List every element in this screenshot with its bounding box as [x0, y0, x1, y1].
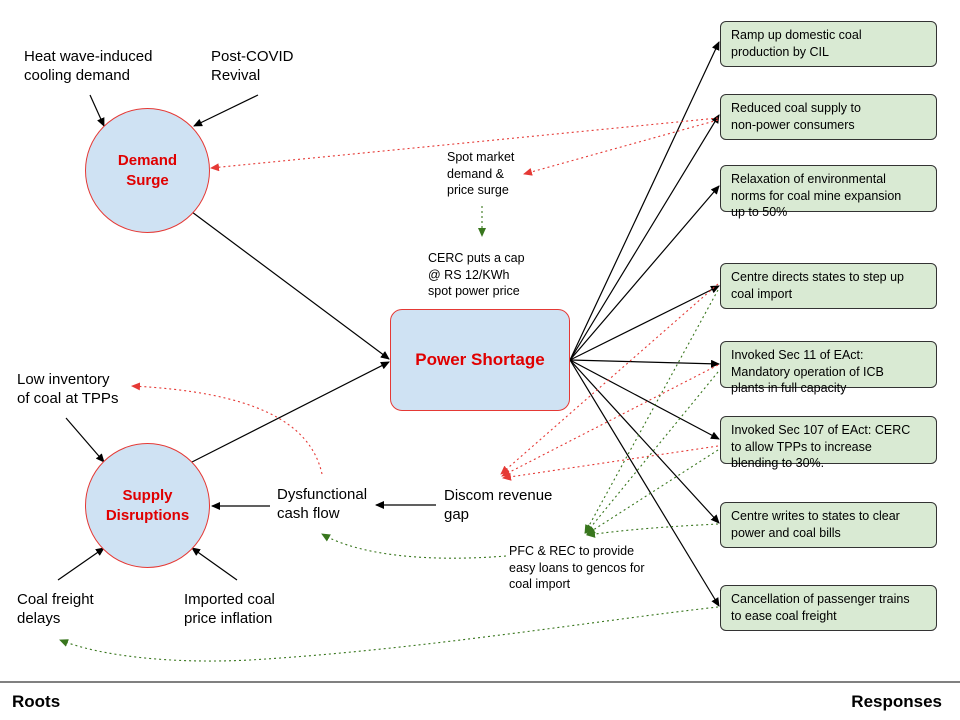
root-heat-wave: Heat wave-induced cooling demand: [24, 48, 153, 84]
arrow-supply-to-shortage: [191, 361, 390, 463]
footer-responses: Responses: [851, 692, 942, 711]
dotted-response5-to-pfc: [585, 371, 719, 534]
dotted-response4-to-discom: [500, 283, 719, 475]
arrow-shortage-to-response-7: [569, 359, 720, 524]
root-coal-freight: Coal freight delays: [17, 591, 94, 627]
node-demand-surge: Demand Surge: [85, 108, 210, 233]
response-box: Centre writes to states to clear power a…: [720, 502, 937, 548]
dotted-response6-to-pfc: [586, 449, 719, 535]
response-box: Cancellation of passenger trains to ease…: [720, 585, 937, 631]
response-box: Invoked Sec 11 of EAct: Mandatory operat…: [720, 341, 937, 395]
arrow-heat-to-demand: [89, 94, 105, 127]
arrow-shortage-to-response-8: [569, 359, 720, 607]
root-post-covid: Post-COVID Revival: [211, 48, 294, 84]
arrow-shortage-to-response-4: [569, 285, 720, 361]
dotted-pfc-to-cashflow: [321, 533, 507, 559]
node-power-shortage: Power Shortage: [390, 309, 570, 411]
node-dysfunctional-cash-flow: Dysfunctional cash flow: [277, 486, 368, 522]
annotation-pfc-rec: PFC & REC to provide easy loans to genco…: [509, 544, 645, 591]
dotted-cashflow-to-inventory: [131, 382, 323, 475]
arrow-shortage-to-response-1: [569, 41, 720, 361]
node-discom-revenue-gap: Discom revenue gap: [444, 487, 553, 523]
dotted-response5-to-discom: [501, 364, 719, 477]
arrow-shortage-to-response-5: [569, 359, 720, 368]
arrow-shortage-to-response-6: [569, 359, 720, 440]
arrow-inventory-to-supply: [65, 417, 105, 463]
arrow-shortage-to-response-3: [569, 185, 720, 361]
arrow-demand-to-shortage: [191, 211, 390, 360]
dotted-response6-to-discom: [502, 445, 719, 481]
node-supply-disruptions: Supply Disruptions: [85, 443, 210, 568]
response-box: Invoked Sec 107 of EAct: CERC to allow T…: [720, 416, 937, 470]
arrow-shortage-to-response-2: [569, 114, 720, 361]
arrow-imported-to-supply: [191, 547, 238, 581]
dotted-response8-to-freight: [59, 606, 719, 662]
response-box: Centre directs states to step up coal im…: [720, 263, 937, 309]
annotation-cerc-cap: CERC puts a cap @ RS 12/KWh spot power p…: [428, 251, 525, 298]
dotted-response7-to-pfc: [586, 523, 719, 538]
dotted-response4-to-pfc: [584, 289, 719, 534]
arrow-freight-to-supply: [57, 547, 105, 581]
root-low-inventory: Low inventory of coal at TPPs: [17, 371, 119, 407]
response-box: Relaxation of environmental norms for co…: [720, 165, 937, 219]
footer-roots: Roots: [12, 692, 61, 711]
root-imported-coal: Imported coal price inflation: [184, 591, 275, 627]
dotted-response2-to-spot: [523, 119, 719, 176]
response-box: Ramp up domestic coal production by CIL: [720, 21, 937, 67]
response-box: Reduced coal supply to non-power consume…: [720, 94, 937, 140]
annotation-spot-market: Spot market demand & price surge: [447, 150, 515, 197]
arrow-covid-to-demand: [193, 94, 259, 127]
